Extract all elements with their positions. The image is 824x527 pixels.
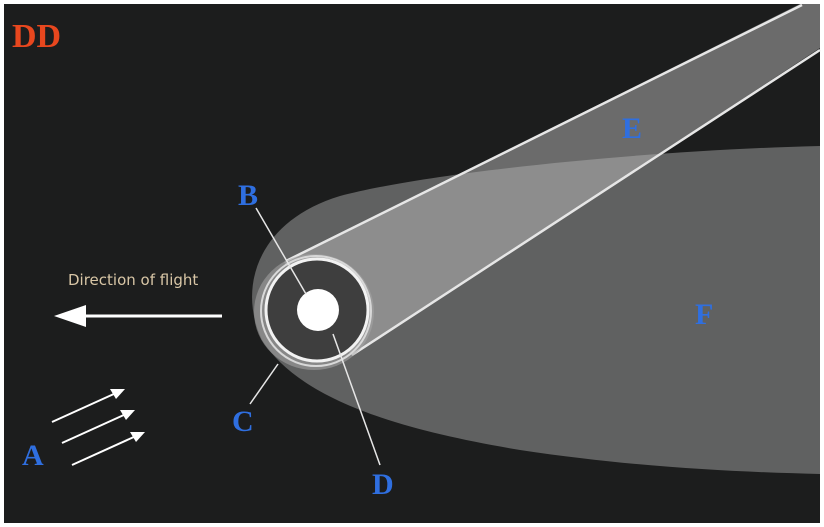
leader-line-b — [255, 207, 307, 295]
label-f: F — [695, 298, 713, 331]
direction-label: Direction of flight — [68, 271, 198, 289]
label-a: A — [22, 439, 44, 472]
leader-line-c — [249, 363, 279, 405]
coma-outer-ring — [260, 255, 372, 367]
label-e: E — [622, 112, 642, 145]
label-b: B — [238, 179, 258, 212]
ion-tail-edge-lower — [351, 48, 821, 357]
label-c: C — [232, 405, 254, 438]
nucleus — [297, 289, 339, 331]
solar-wind-arrows — [51, 389, 145, 466]
direction-arrow-icon — [54, 305, 222, 327]
corner-tag: DD — [12, 18, 61, 55]
ion-tail-edge-upper — [285, 3, 803, 263]
label-d: D — [372, 468, 394, 501]
ion-tail — [284, 4, 820, 356]
leader-line-d — [332, 333, 381, 466]
